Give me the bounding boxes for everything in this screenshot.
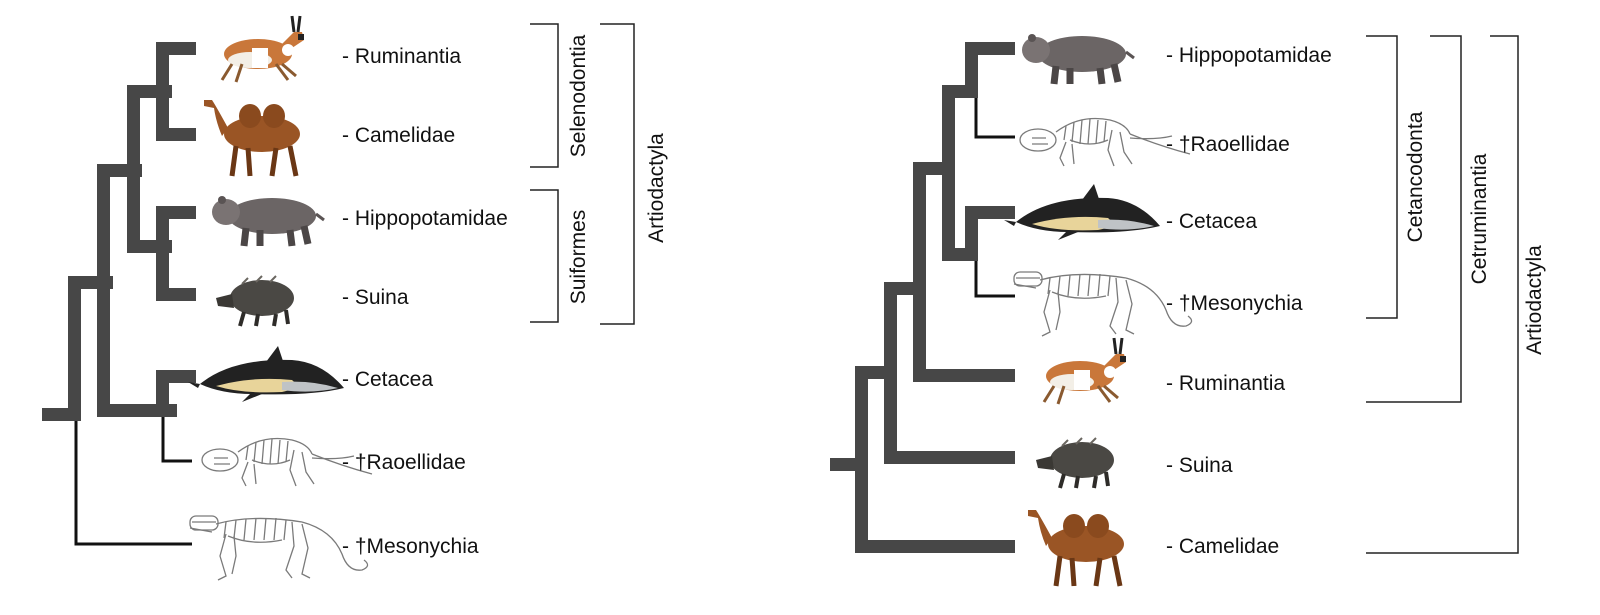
taxon-label: - †Raoellidae [342, 451, 466, 474]
left-ingroup-vertical [97, 164, 110, 417]
right-taxon-labels: - Hippopotamidae - †Raoellidae - Cetacea… [1166, 44, 1332, 558]
left-branch-cetacea [156, 370, 196, 383]
taxon-label: - Hippopotamidae [342, 207, 508, 230]
bracket-artiodactyla-left [600, 23, 635, 325]
right-cetancodonta-vertical [942, 85, 955, 261]
right-branch-camelidae [855, 540, 1015, 553]
left-suiformes-vertical [156, 206, 169, 301]
pronghorn-icon [1042, 336, 1128, 406]
taxon-label: - Hippopotamidae [1166, 44, 1332, 67]
left-branch-ruminantia [156, 42, 196, 55]
taxon-label: - Cetacea [1166, 210, 1257, 233]
camel-icon [1028, 510, 1124, 586]
dolphin-icon [1004, 184, 1160, 240]
left-branch-raoellidae [161, 417, 192, 463]
left-artiodactyla-vertical [127, 85, 140, 253]
left-tree: - Ruminantia - Camelidae - Hippopotamida… [42, 14, 668, 581]
left-root-vertical [68, 276, 81, 421]
right-thin-branches [974, 98, 1015, 298]
taxon-label: - †Mesonychia [342, 535, 479, 558]
clade-label-selenodontia: Selenodontia [567, 34, 590, 157]
clade-label-suiformes: Suiformes [567, 210, 590, 305]
taxon-label: - Ruminantia [1166, 372, 1285, 395]
bracket-artiodactyla-right [1366, 35, 1519, 554]
right-cetacea-node-vertical [965, 206, 978, 261]
left-taxon-labels: - Ruminantia - Camelidae - Hippopotamida… [342, 45, 508, 558]
right-branch-mesonychia [974, 261, 1015, 298]
right-branch-raoellidae [974, 98, 1015, 139]
taxon-label: - Camelidae [342, 124, 455, 147]
camel-icon [204, 100, 300, 176]
right-icons [1004, 34, 1193, 586]
pronghorn-icon [220, 14, 306, 84]
left-branch-hippo [156, 206, 196, 219]
clade-label-cetruminantia: Cetruminantia [1468, 153, 1491, 284]
right-clade-brackets [1366, 35, 1519, 554]
hippo-icon [1022, 34, 1134, 84]
peccary-icon [214, 274, 296, 328]
left-branch-mesonychia [74, 421, 192, 546]
taxon-label: - †Raoellidae [1166, 133, 1290, 156]
taxon-label: - Suina [342, 286, 409, 309]
left-thick-branches [42, 42, 196, 421]
clade-label-cetancodonta: Cetancodonta [1404, 111, 1427, 242]
left-selenodontia-vertical [156, 42, 169, 141]
left-clade-brackets [530, 23, 635, 325]
clade-label-artiodactyla-left: Artiodactyla [645, 133, 668, 243]
right-branch-cetacea [965, 206, 1015, 219]
dolphin-icon [188, 346, 344, 402]
right-branch-suina [884, 451, 1015, 464]
left-branch-suina [156, 288, 196, 301]
right-thick-branches [830, 42, 1015, 553]
right-hippo-node-vertical [965, 42, 978, 98]
mesonychid-skeleton-icon [189, 515, 369, 581]
taxon-label: - Camelidae [1166, 535, 1279, 558]
right-branch-ruminantia [913, 369, 1015, 382]
taxon-label: - Ruminantia [342, 45, 461, 68]
taxon-label: - †Mesonychia [1166, 292, 1303, 315]
bracket-suiformes [530, 189, 559, 323]
right-branch-hippo [965, 42, 1015, 55]
raoellid-skeleton-icon [1019, 117, 1191, 167]
mesonychid-skeleton-icon [1013, 271, 1193, 337]
right-root-vertical [855, 366, 868, 553]
left-thin-branches [74, 417, 192, 546]
left-branch-camelidae [156, 128, 196, 141]
taxon-label: - Suina [1166, 454, 1233, 477]
bracket-cetancodonta [1366, 35, 1398, 319]
peccary-icon [1034, 436, 1116, 490]
bracket-cetruminantia [1366, 35, 1462, 403]
hippo-icon [212, 196, 324, 246]
bracket-selenodontia [530, 23, 559, 168]
right-inner-vertical [913, 162, 926, 382]
taxon-label: - Cetacea [342, 368, 433, 391]
right-cetruminantia-vertical [884, 282, 897, 464]
clade-label-artiodactyla-right: Artiodactyla [1523, 245, 1546, 355]
right-tree: - Hippopotamidae - †Raoellidae - Cetacea… [830, 34, 1546, 586]
